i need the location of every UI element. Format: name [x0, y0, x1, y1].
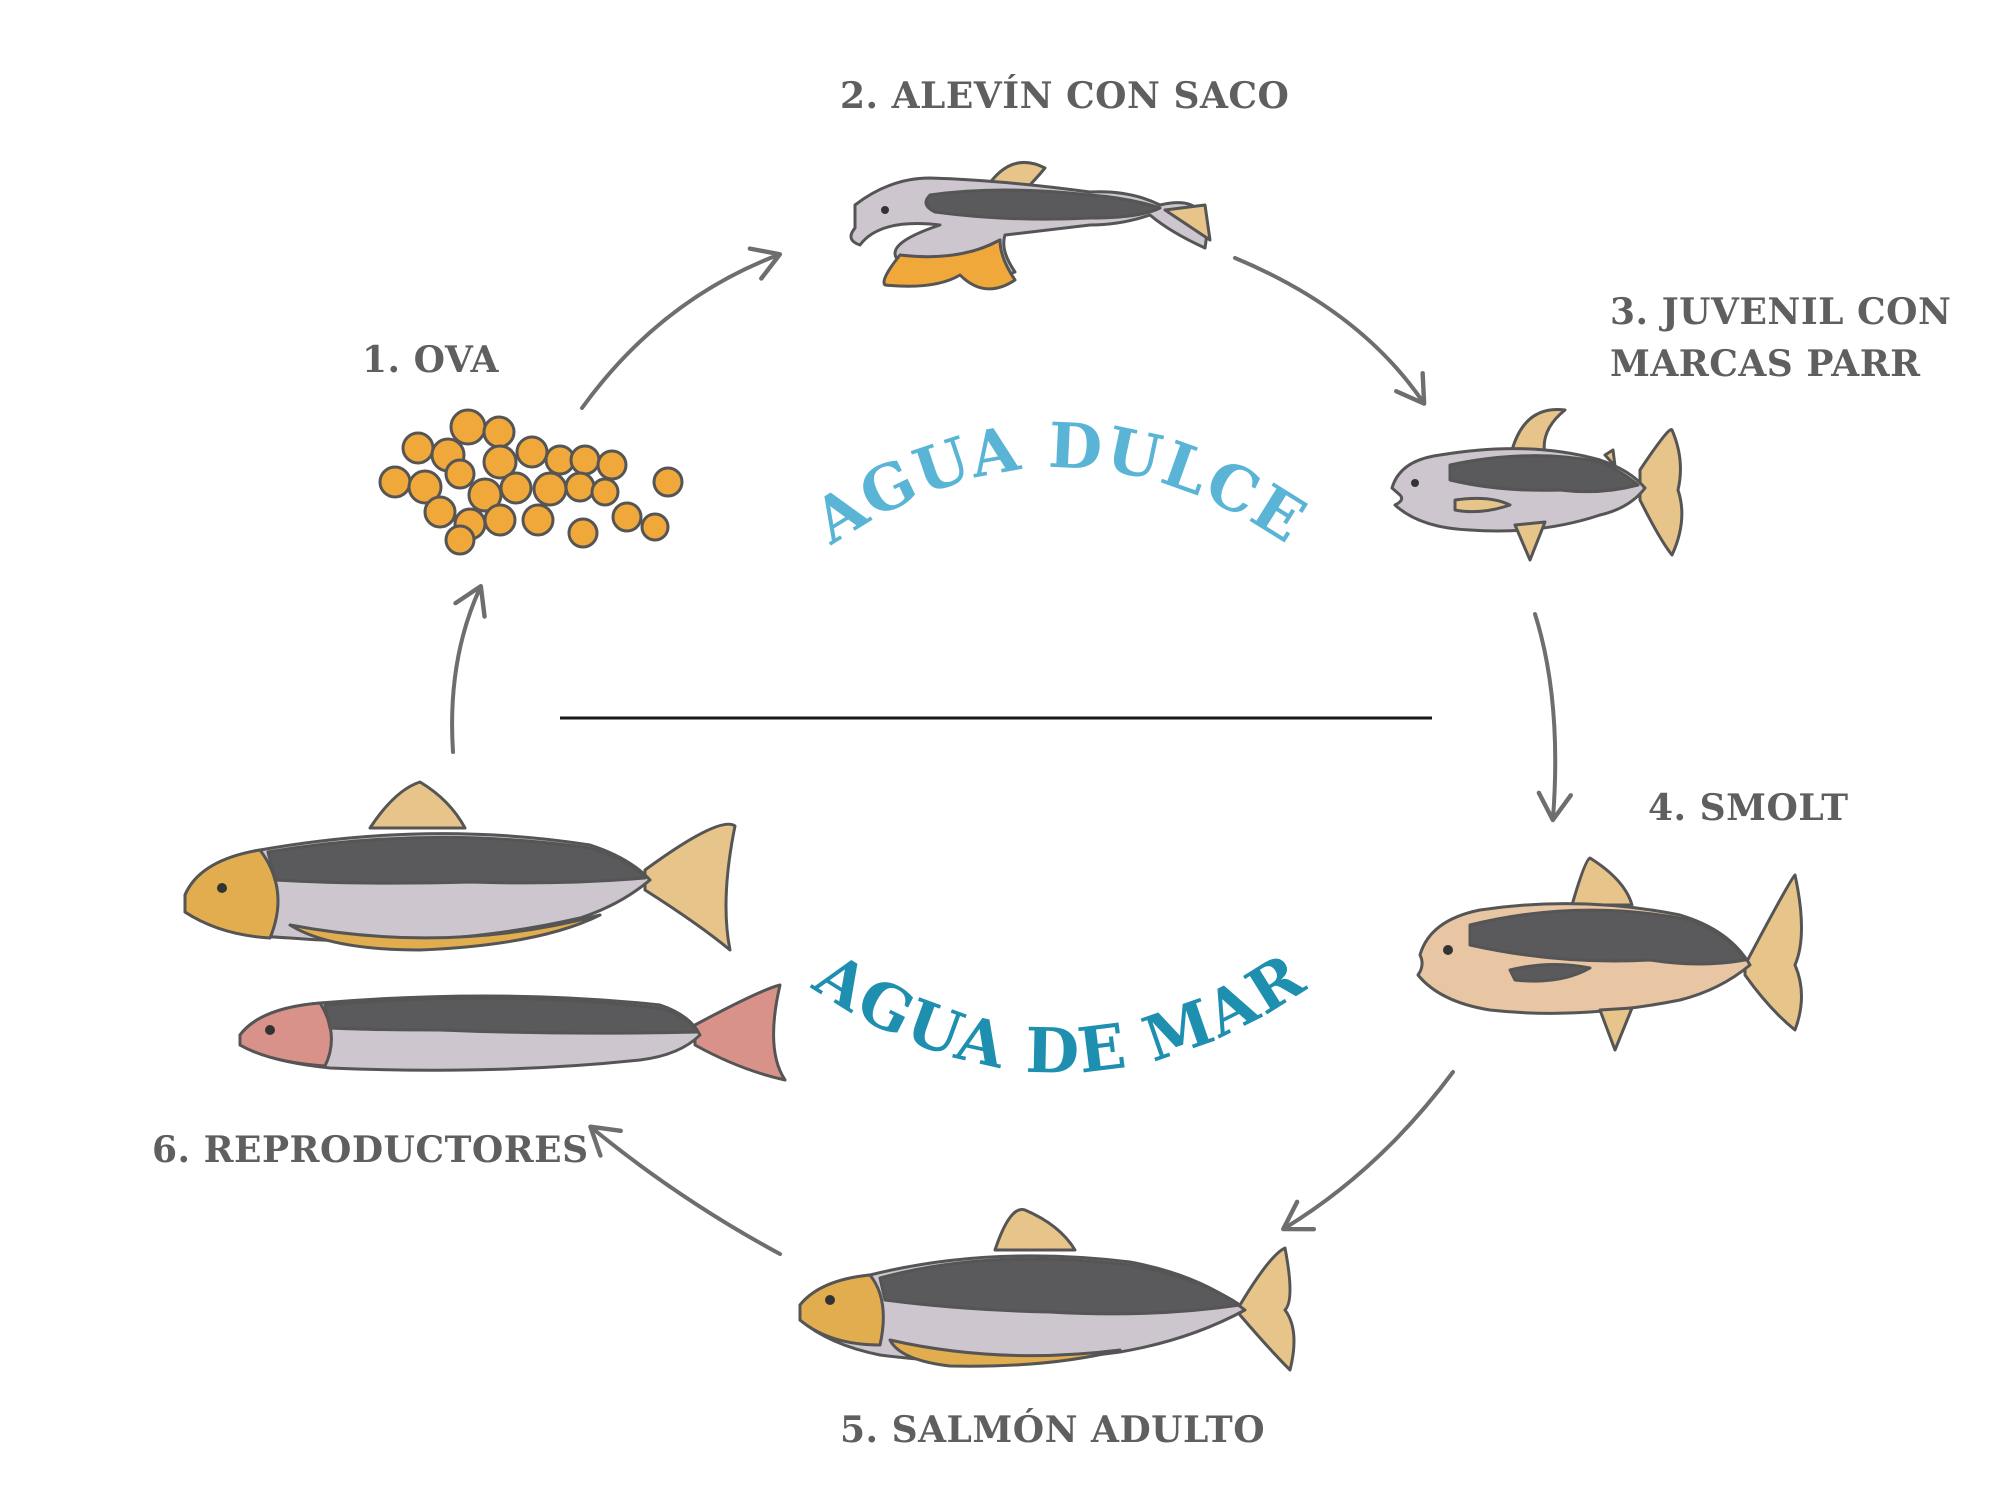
arrow-smolt-to-adult	[1281, 1070, 1455, 1232]
stage-label-parr-line-2: MARCAS PARR	[1610, 343, 1921, 385]
spawner-fish-lower	[238, 983, 787, 1082]
stage-label-parr: 3. JUVENIL CON MARCAS PARR	[1610, 286, 1951, 390]
ova-eggs-illustration	[378, 408, 684, 556]
stage-label-parr-line-1: 3. JUVENIL CON	[1610, 291, 1952, 333]
stage-label-adult: 5. SALMÓN ADULTO	[840, 1409, 1266, 1451]
arrow-alevin-to-parr	[1233, 256, 1427, 406]
zone-label-seawater: AGUA DE MAR	[801, 938, 1318, 1088]
cycle-arrows	[450, 246, 1573, 1256]
zone-label-freshwater: AGUA DULCE	[800, 409, 1320, 559]
stage-label-alevin: 2. ALEVÍN CON SACO	[840, 75, 1290, 117]
arrow-ova-to-alevin	[580, 246, 783, 410]
adult-salmon-illustration	[798, 1208, 1296, 1372]
stage-label-smolt: 4. SMOLT	[1648, 787, 1849, 829]
arrow-adult-to-spawners	[588, 1124, 782, 1256]
stage-label-ova: 1. OVA	[362, 339, 499, 381]
smolt-illustration	[1416, 856, 1803, 1052]
parr-illustration	[1390, 408, 1684, 562]
arrow-parr-to-smolt	[1533, 612, 1573, 823]
stage-label-spawners: 6. REPRODUCTORES	[152, 1129, 589, 1171]
arrow-spawners-to-ova	[450, 583, 487, 754]
spawner-fish-upper	[183, 780, 737, 952]
alevin-illustration	[849, 160, 1212, 291]
